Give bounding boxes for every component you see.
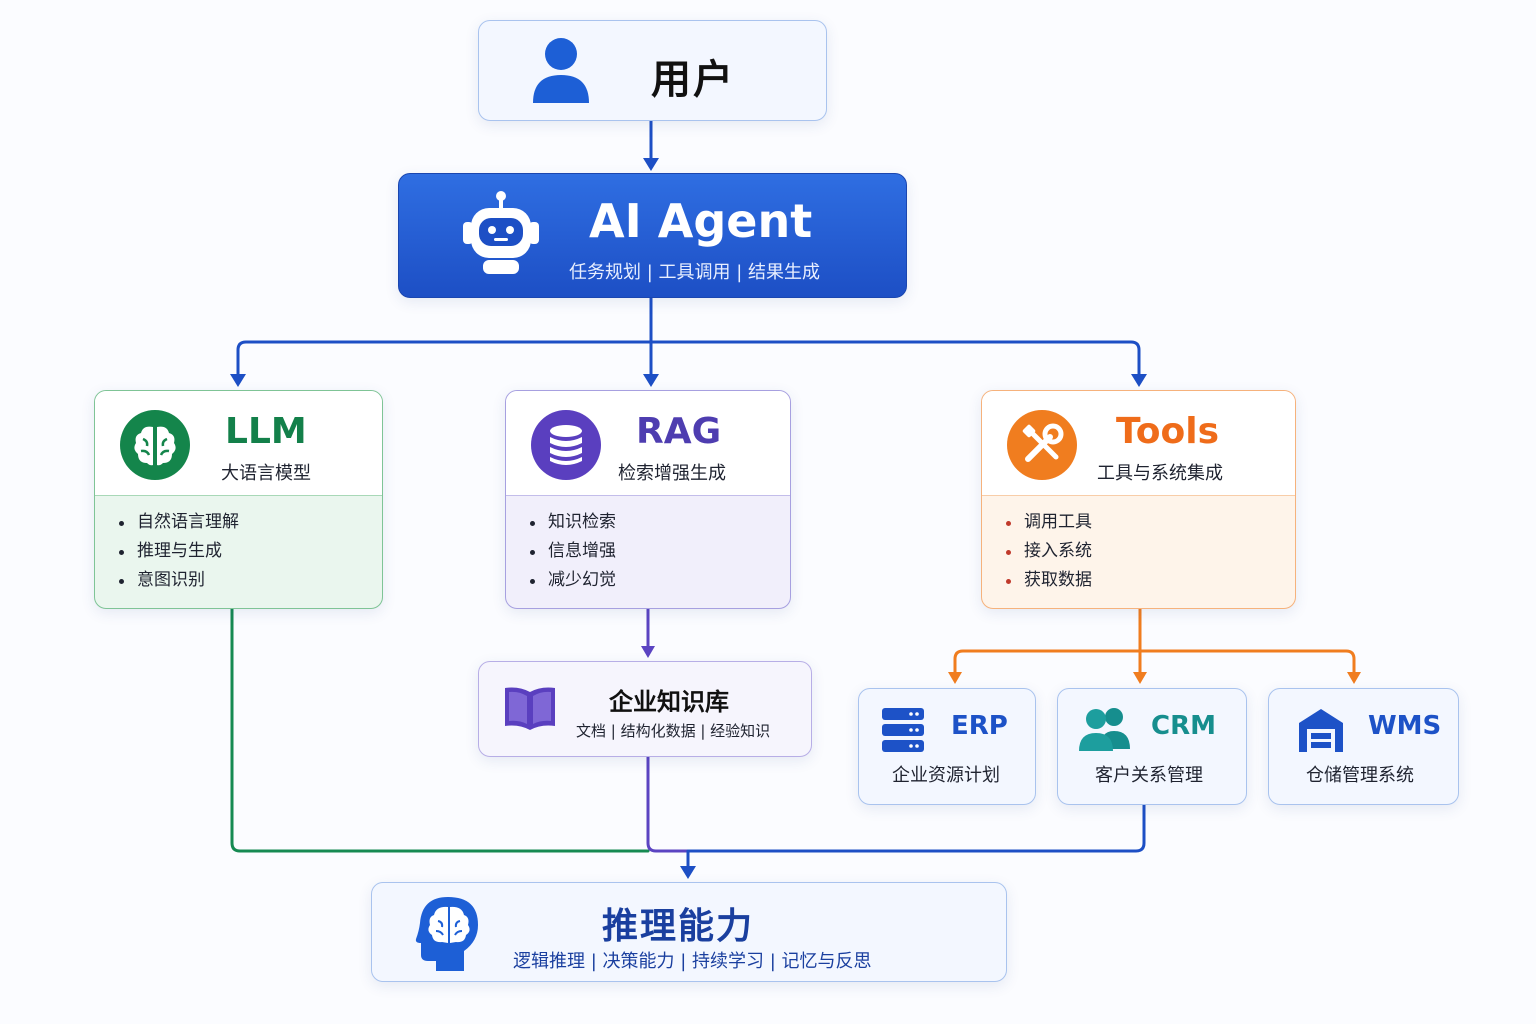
wms-title: WMS — [1368, 711, 1442, 741]
server-icon — [882, 708, 924, 752]
knowledge-base-subtitle: 文档 | 结构化数据 | 经验知识 — [576, 722, 771, 740]
agent-subtitle: 任务规划 | 工具调用 | 结果生成 — [569, 262, 821, 283]
crm-title: CRM — [1151, 711, 1216, 741]
bullet-icon — [119, 579, 124, 584]
robot-icon — [463, 191, 539, 274]
tools-feature-list: 调用工具 接入系统 获取数据 — [982, 496, 1295, 595]
rag-card: RAG 检索增强生成 知识检索 信息增强 减少幻觉 — [505, 390, 791, 609]
crm-subtitle: 客户关系管理 — [1095, 765, 1203, 786]
arrowhead — [1131, 374, 1147, 387]
list-item: 减少幻觉 — [530, 566, 790, 595]
user-title: 用户 — [651, 57, 735, 103]
erp-node: ERP 企业资源计划 — [858, 688, 1036, 805]
rag-subtitle: 检索增强生成 — [618, 463, 726, 484]
list-item: 获取数据 — [1006, 566, 1295, 595]
agent-node: AI Agent 任务规划 | 工具调用 | 结果生成 — [398, 173, 907, 298]
arrowhead — [643, 374, 659, 387]
arrowhead — [643, 158, 659, 171]
arrowhead — [641, 646, 655, 658]
list-item: 接入系统 — [1006, 537, 1295, 566]
agent-title: AI Agent — [589, 194, 813, 248]
connector-crm-reasoning — [686, 803, 1146, 870]
users-icon — [1079, 708, 1130, 751]
llm-feature-list: 自然语言理解 推理与生成 意图识别 — [95, 496, 382, 595]
llm-card-body: 自然语言理解 推理与生成 意图识别 — [95, 495, 382, 608]
bullet-icon — [530, 550, 535, 555]
user-icon — [533, 38, 589, 103]
llm-card-header: LLM 大语言模型 — [95, 391, 382, 495]
reasoning-node: 推理能力 逻辑推理 | 决策能力 | 持续学习 | 记忆与反思 — [371, 882, 1007, 982]
list-item: 自然语言理解 — [119, 508, 382, 537]
bullet-icon — [1006, 521, 1011, 526]
tools-card: Tools 工具与系统集成 调用工具 接入系统 获取数据 — [981, 390, 1296, 609]
reasoning-subtitle: 逻辑推理 | 决策能力 | 持续学习 | 记忆与反思 — [513, 951, 872, 972]
tools-card-body: 调用工具 接入系统 获取数据 — [982, 495, 1295, 608]
tools-title: Tools — [1116, 411, 1220, 452]
bullet-icon — [530, 579, 535, 584]
llm-card: LLM 大语言模型 自然语言理解 推理与生成 意图识别 — [94, 390, 383, 609]
rag-title: RAG — [636, 411, 722, 452]
book-icon — [505, 687, 555, 730]
list-item: 知识检索 — [530, 508, 790, 537]
bullet-icon — [1006, 550, 1011, 555]
connector-agent-branches — [236, 296, 1141, 378]
warehouse-icon — [1299, 709, 1343, 752]
wrench-screwdriver-icon — [1007, 410, 1077, 480]
bullet-icon — [530, 521, 535, 526]
llm-title: LLM — [225, 411, 307, 452]
erp-title: ERP — [951, 711, 1008, 741]
knowledge-base-title: 企业知识库 — [609, 688, 729, 716]
list-item: 调用工具 — [1006, 508, 1295, 537]
rag-card-body: 知识检索 信息增强 减少幻觉 — [506, 495, 790, 608]
list-item: 信息增强 — [530, 537, 790, 566]
bullet-icon — [1006, 579, 1011, 584]
bullet-icon — [119, 550, 124, 555]
brain-icon — [120, 410, 190, 480]
knowledge-base-node: 企业知识库 文档 | 结构化数据 | 经验知识 — [478, 661, 812, 757]
connector-llm-reasoning — [230, 607, 650, 853]
arrowhead — [1133, 672, 1147, 684]
list-item: 意图识别 — [119, 566, 382, 595]
arrowhead — [680, 866, 696, 879]
wms-node: WMS 仓储管理系统 — [1268, 688, 1459, 805]
database-icon — [531, 410, 601, 480]
head-brain-icon — [415, 897, 478, 971]
rag-card-header: RAG 检索增强生成 — [506, 391, 790, 495]
wms-subtitle: 仓储管理系统 — [1306, 765, 1414, 786]
arrowhead — [948, 672, 962, 684]
erp-subtitle: 企业资源计划 — [892, 765, 1000, 786]
list-item: 推理与生成 — [119, 537, 382, 566]
tools-subtitle: 工具与系统集成 — [1097, 463, 1223, 484]
tools-card-header: Tools 工具与系统集成 — [982, 391, 1295, 495]
reasoning-title: 推理能力 — [602, 906, 755, 947]
bullet-icon — [119, 521, 124, 526]
rag-feature-list: 知识检索 信息增强 减少幻觉 — [506, 496, 790, 595]
arrowhead — [1347, 672, 1361, 684]
connector-kb-reasoning — [646, 755, 690, 853]
user-node: 用户 — [478, 20, 827, 121]
llm-subtitle: 大语言模型 — [221, 463, 311, 484]
arrowhead — [230, 374, 246, 387]
crm-node: CRM 客户关系管理 — [1057, 688, 1247, 805]
connector-tools-systems — [953, 607, 1356, 675]
